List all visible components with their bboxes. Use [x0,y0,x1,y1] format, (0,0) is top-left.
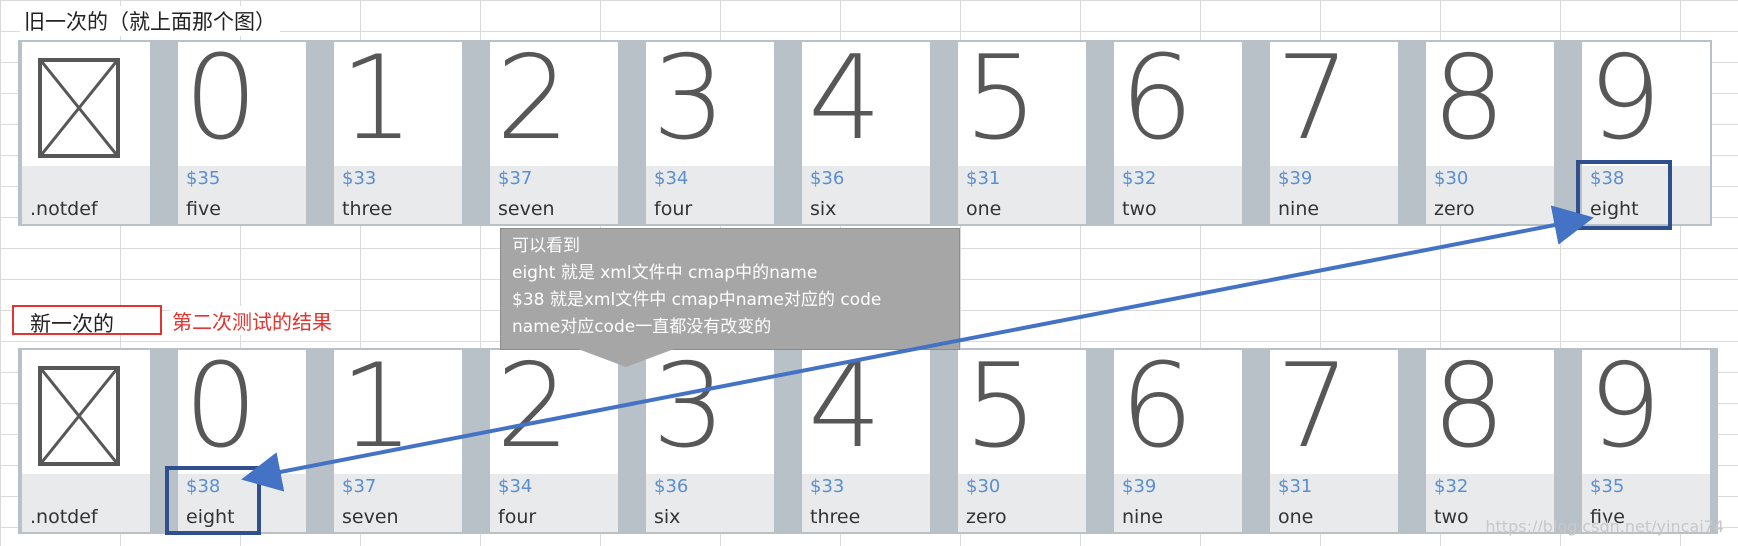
notdef-glyph-icon [38,58,120,158]
new-glyph-name-1: eight [186,506,235,528]
old-glyph-5: 4 [808,42,882,166]
old-code-5: $36 [810,168,845,189]
old-cell-0: .notdef [22,42,150,224]
old-cell-10: 9$38 eight [1582,42,1710,224]
old-glyph-1: 0 [184,42,258,166]
new-glyph-name-8: one [1278,506,1314,528]
cell-caption-area [22,166,150,224]
old-section-title: 旧一次的（就上面那个图） [20,6,280,36]
old-code-3: $37 [498,168,533,189]
old-code-6: $31 [966,168,1001,189]
new-section-title: 新一次的 [12,305,162,336]
new-glyph-name-0: .notdef [30,506,98,528]
old-glyph-6: 5 [964,42,1038,166]
new-glyph-name-9: two [1434,506,1469,528]
new-eight-highlight-box [165,466,261,535]
old-glyph-4: 3 [652,42,726,166]
cell-caption-area [1582,474,1710,532]
old-code-4: $34 [654,168,689,189]
new-code-1: $38 [186,476,221,497]
cell-caption-area [1582,166,1710,224]
old-eight-highlight-box [1576,160,1672,230]
old-code-2: $33 [342,168,377,189]
new-glyph-name-10: five [1590,506,1625,528]
old-glyph-3: 2 [496,42,570,166]
old-glyph-8: 7 [1276,42,1350,166]
old-glyph-name-0: .notdef [30,198,98,220]
old-glyph-2: 1 [340,42,414,166]
old-glyph-name-10: eight [1590,198,1639,220]
old-code-7: $32 [1122,168,1157,189]
old-glyph-name-1: five [186,198,221,220]
new-cell-0: .notdef [22,350,150,532]
watermark: https://blog.csdn.net/yincai74 [1485,517,1724,536]
old-code-1: $35 [186,168,221,189]
new-glyph-name-7: nine [1122,506,1164,528]
old-glyph-10: 9 [1588,42,1662,166]
old-code-10: $38 [1590,168,1625,189]
new-code-10: $35 [1590,476,1625,497]
new-glyph-name-2: seven [342,506,399,528]
arrow-line [241,205,1594,492]
new-glyph-name-6: zero [966,506,1007,528]
new-glyph-10: 9 [1588,350,1662,474]
new-glyph-name-3: four [498,506,537,528]
old-code-8: $39 [1278,168,1313,189]
old-glyph-7: 6 [1120,42,1194,166]
new-glyph-name-4: six [654,506,681,528]
old-glyph-9: 8 [1432,42,1506,166]
cell-caption-area [22,474,150,532]
notdef-glyph-icon [38,366,120,466]
old-code-9: $30 [1434,168,1469,189]
new-cell-10: 9$35 five [1582,350,1710,532]
new-glyph-name-5: three [810,506,861,528]
